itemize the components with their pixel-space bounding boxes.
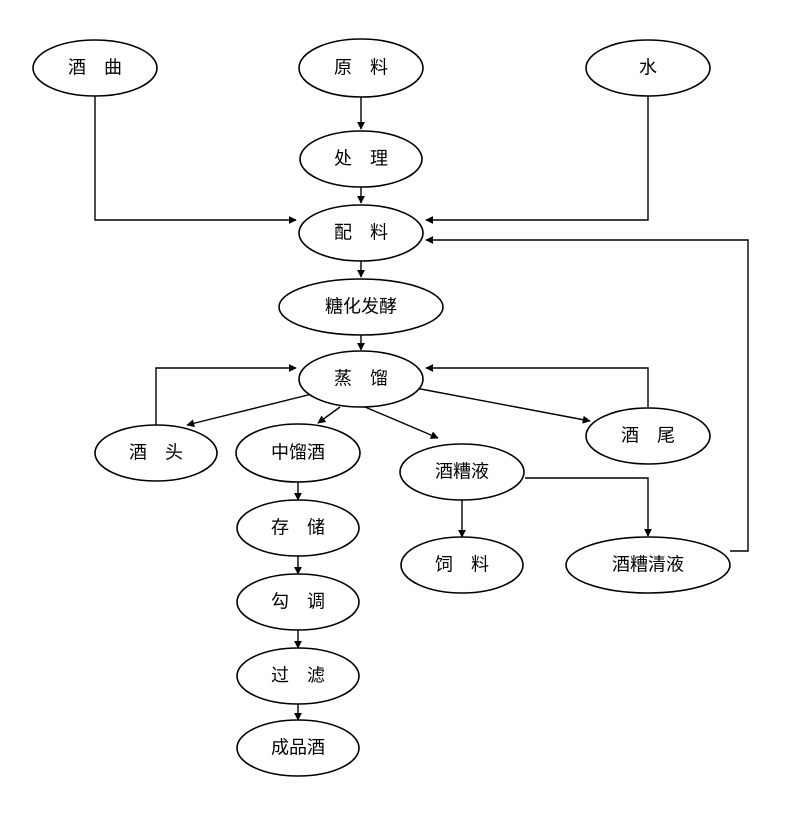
node-label: 酒 曲 — [68, 58, 122, 79]
node-zhongliujiu: 中馏酒 — [235, 423, 361, 483]
node-label: 配 料 — [334, 223, 388, 244]
edge-jiuzaoye-jiuzaoqingye — [525, 477, 652, 537]
node-label: 酒 头 — [129, 443, 183, 464]
node-label: 糖化发酵 — [325, 297, 397, 318]
node-label: 成品酒 — [271, 738, 325, 759]
node-zhengliu: 蒸 馏 — [298, 350, 424, 408]
node-label: 存 储 — [271, 518, 325, 539]
node-label: 酒糟清液 — [612, 555, 684, 576]
node-label: 饲 料 — [435, 555, 489, 576]
edge-zhengliu-jiuwei — [409, 386, 591, 424]
node-label: 中馏酒 — [271, 443, 325, 464]
node-chuli: 处 理 — [299, 130, 423, 188]
node-tanghua: 糖化发酵 — [278, 278, 444, 336]
node-chengpinjiu: 成品酒 — [236, 719, 360, 777]
node-label: 酒 尾 — [621, 426, 675, 447]
edge-zhengliu-jiuzaoye — [364, 406, 439, 439]
node-jiuzaoqingye: 酒糟清液 — [565, 536, 731, 594]
edge-jiuqu-peiliao — [94, 95, 297, 224]
edge-jiuwei-zhengliu — [425, 364, 649, 407]
node-label: 酒糟液 — [435, 462, 489, 483]
node-label: 勾 调 — [271, 592, 325, 613]
node-peiliao: 配 料 — [298, 204, 424, 262]
edge-zhengliu-zhongliujiu — [317, 406, 341, 424]
node-label: 原 料 — [334, 58, 388, 79]
edges — [94, 95, 749, 721]
node-jiutou: 酒 头 — [94, 424, 218, 482]
edge-jiutou-zhengliu — [155, 364, 297, 425]
node-siliao: 饲 料 — [400, 536, 524, 594]
node-label: 水 — [639, 58, 657, 79]
edge-jiuzaoqingye-peiliao — [425, 236, 749, 552]
edge-zhengliu-jiutou — [186, 393, 313, 428]
node-shui: 水 — [585, 39, 711, 97]
node-cunchu: 存 储 — [236, 499, 360, 557]
node-label: 蒸 馏 — [334, 369, 388, 390]
node-jiuwei: 酒 尾 — [585, 407, 711, 465]
edge-shui-peiliao — [425, 95, 649, 224]
node-label: 处 理 — [334, 149, 388, 170]
node-yuanliao: 原 料 — [298, 38, 424, 98]
node-jiuzaoye: 酒糟液 — [399, 443, 525, 501]
node-jiuqu: 酒 曲 — [32, 39, 158, 97]
node-guolv: 过 滤 — [236, 647, 360, 705]
node-goutiao: 勾 调 — [236, 573, 360, 631]
node-label: 过 滤 — [271, 666, 325, 687]
